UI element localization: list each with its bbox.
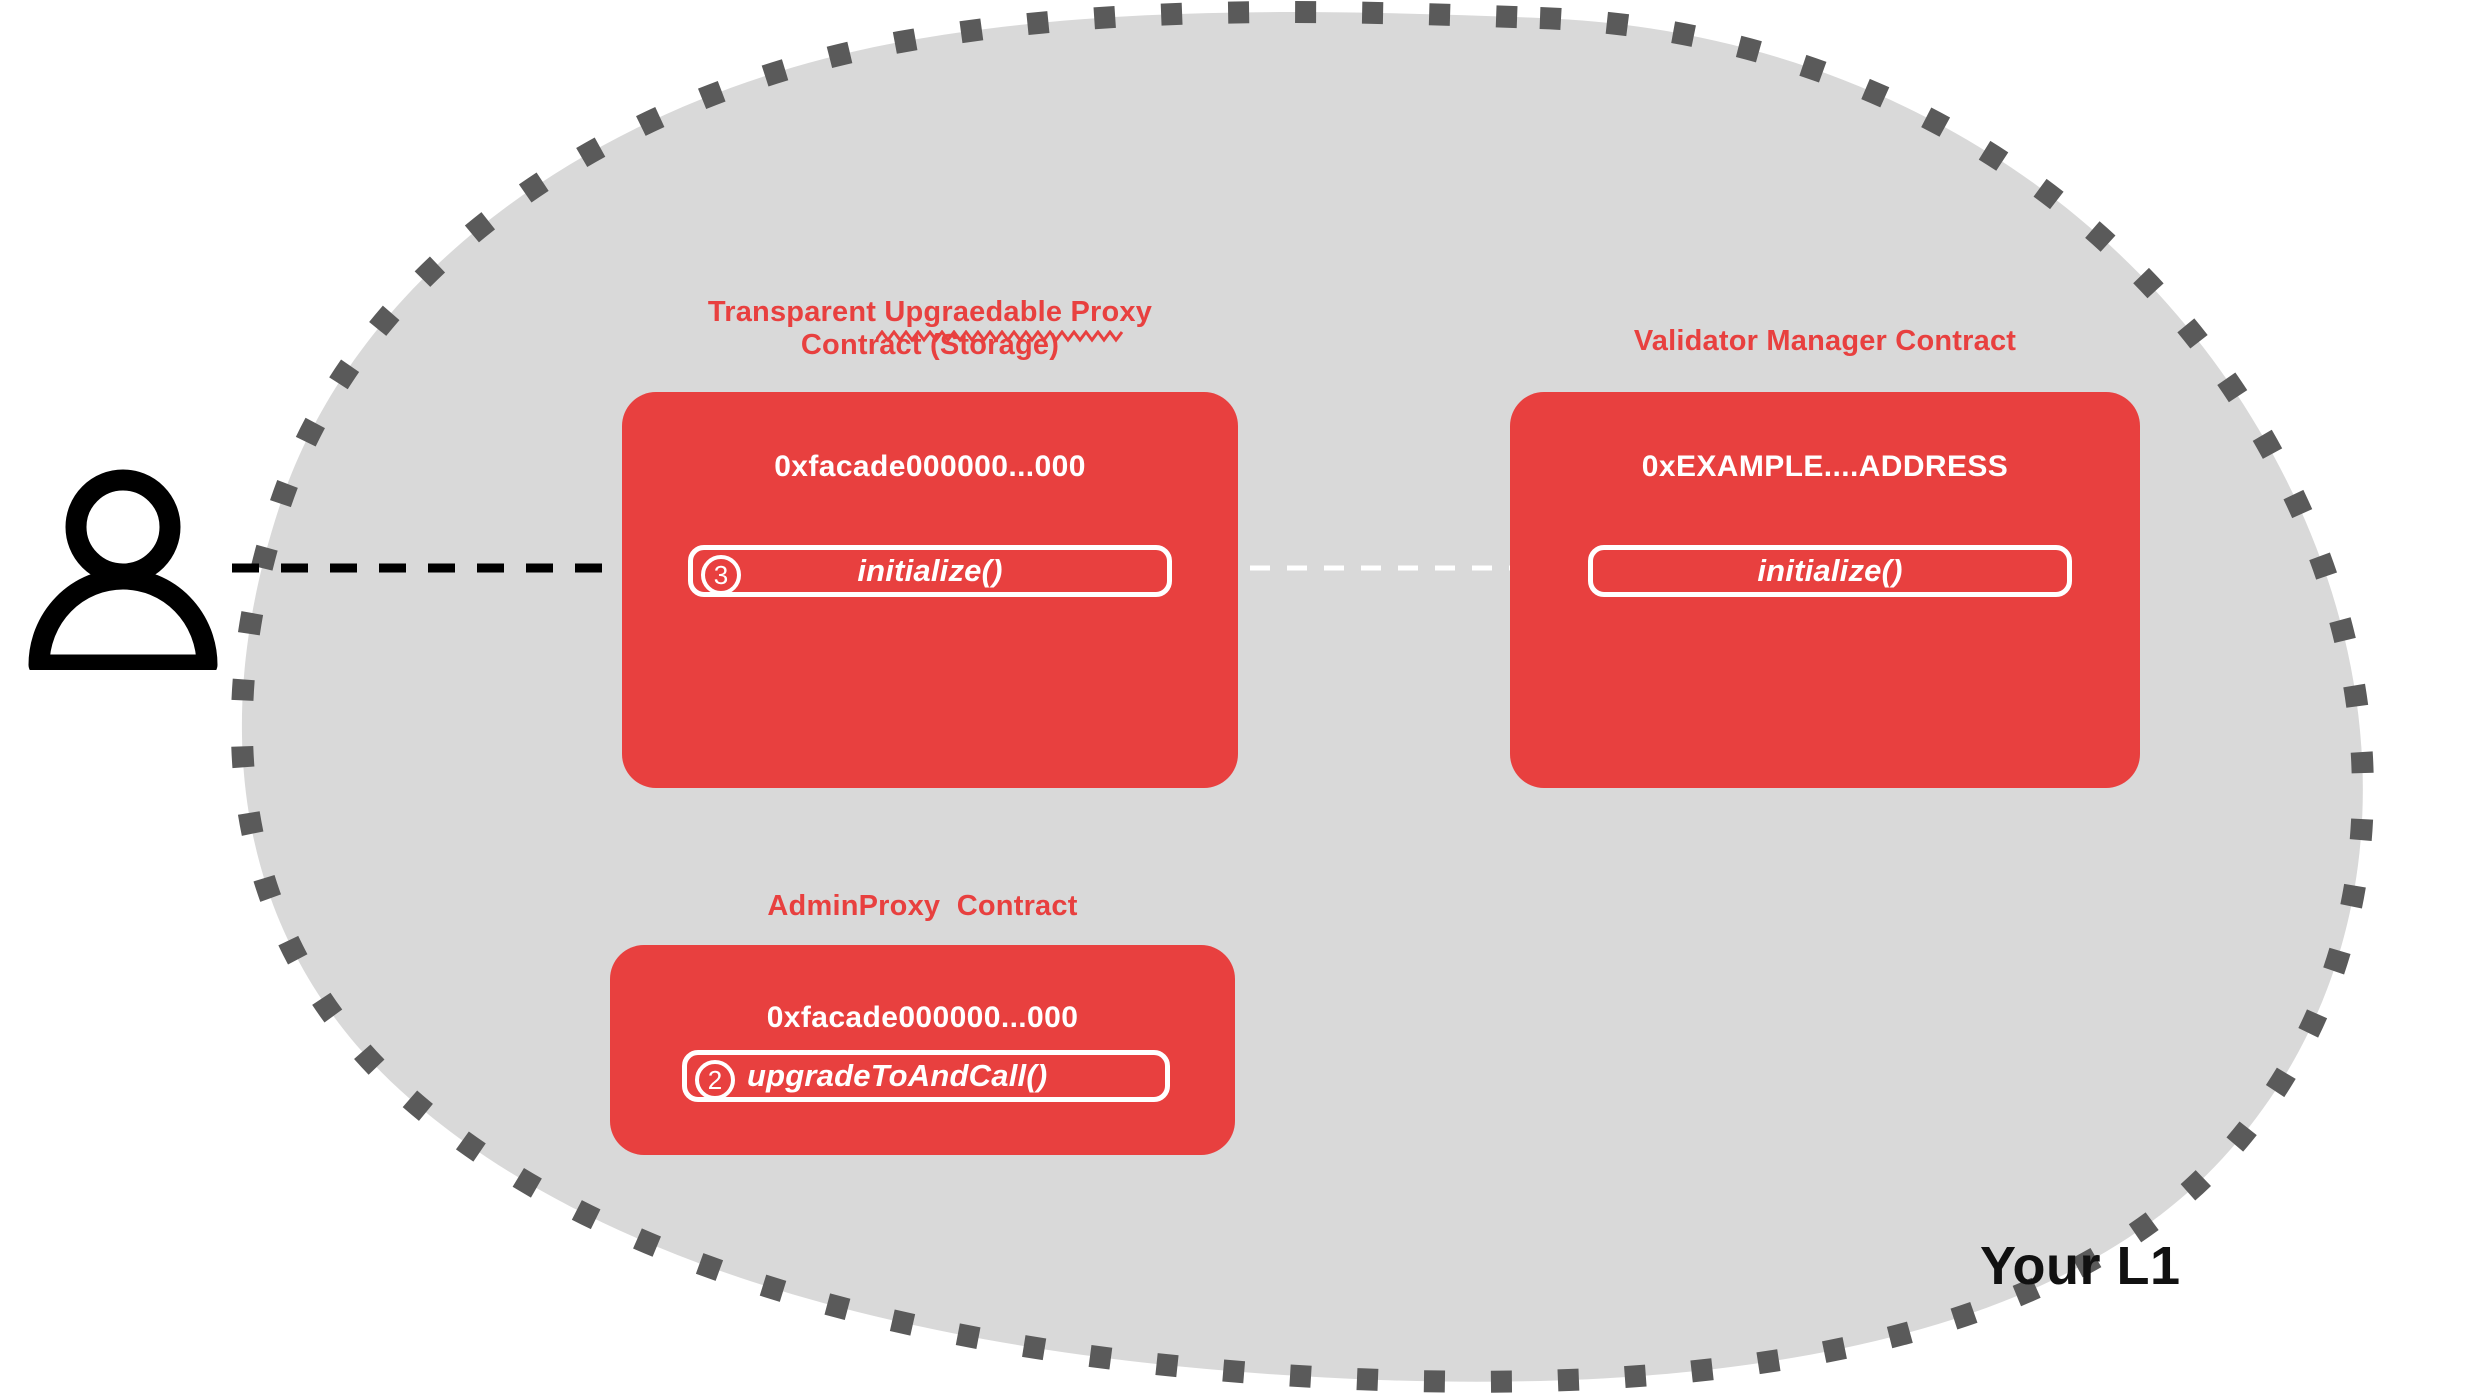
contract-box-validator-manager: 0xEXAMPLE....ADDRESS initialize() [1510, 392, 2140, 788]
method-button-initialize-validator-manager[interactable]: initialize() [1588, 545, 2072, 597]
step-badge-2: 2 [695, 1060, 735, 1100]
contract-title-transparent-upgradeable-proxy: Transparent Upgraedable Proxy Contract (… [707, 296, 1153, 361]
contract-address-transparent-upgradeable-proxy: 0xfacade000000...000 [774, 450, 1086, 483]
environment-label: Your L1 [1980, 1236, 2181, 1296]
method-label-upgrade-to-and-call: upgradeToAndCall() [747, 1058, 1048, 1093]
contract-box-admin-proxy: 0xfacade000000...000 2 upgradeToAndCall(… [610, 945, 1235, 1155]
step-badge-3: 3 [701, 555, 741, 595]
contract-address-validator-manager: 0xEXAMPLE....ADDRESS [1641, 450, 2009, 483]
contract-title-admin-proxy: AdminProxy Contract [767, 890, 1078, 922]
user-person-icon [28, 469, 218, 670]
contract-address-admin-proxy: 0xfacade000000...000 [766, 1001, 1079, 1034]
method-button-upgrade-to-and-call[interactable]: 2 upgradeToAndCall() [682, 1050, 1170, 1102]
contract-title-validator-manager: Validator Manager Contract [1633, 325, 2017, 357]
method-button-initialize-proxy[interactable]: 3 initialize() [688, 545, 1172, 597]
method-label-initialize-validator-manager: initialize() [1757, 553, 1903, 588]
contract-box-transparent-upgradeable-proxy: 0xfacade000000...000 3 initialize() [622, 392, 1238, 788]
method-label-initialize-proxy: initialize() [857, 553, 1003, 588]
